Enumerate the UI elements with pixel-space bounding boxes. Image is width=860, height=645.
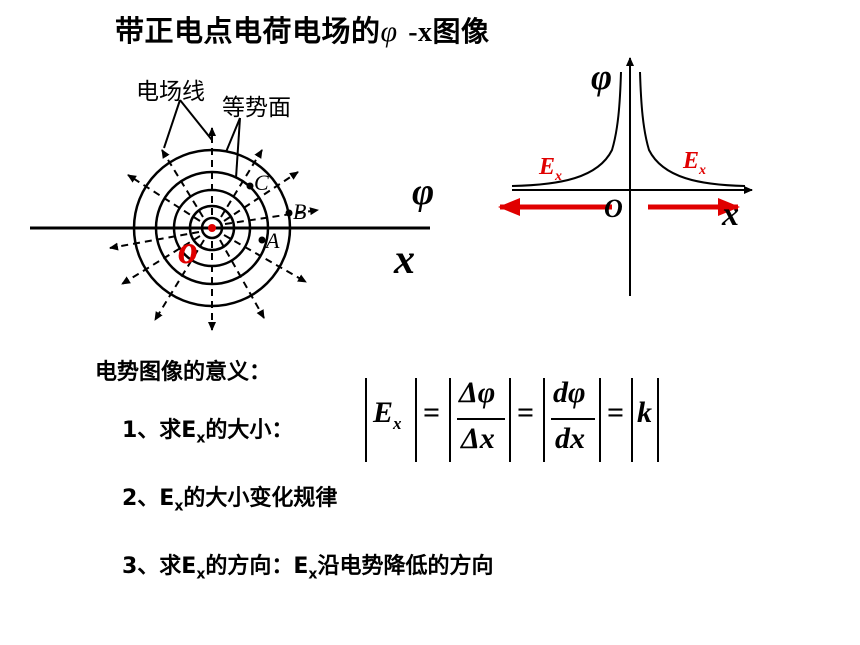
right-phi-label: φ xyxy=(591,57,613,97)
field-strength-formula: Ex = Δφ Δx = dφ dx = k xyxy=(365,374,665,466)
meaning-item-3: 3、求Ex的方向：Ex沿电势降低的方向 xyxy=(122,554,494,583)
page-title: 带正电点电荷电场的φ -x图像 xyxy=(115,8,490,50)
left-phi-label: φ xyxy=(412,171,435,213)
formula-eq-3: = xyxy=(607,396,625,429)
field-line-nw1 xyxy=(161,149,204,218)
meaning-heading: 电势图像的意义： xyxy=(95,360,272,385)
abs-bar-5 xyxy=(543,378,545,462)
pointer-equip-1 xyxy=(225,117,241,153)
left-x-label: x xyxy=(394,237,415,283)
pointer-field-1 xyxy=(163,99,181,149)
abs-bar-4 xyxy=(509,378,511,462)
field-line-sw2 xyxy=(154,239,205,321)
field-line-se1 xyxy=(223,234,307,283)
formula-den-1: Δx xyxy=(461,422,495,455)
point-b-label: B xyxy=(293,199,307,224)
field-lines-label: 电场线 xyxy=(136,79,205,105)
point-c-dot xyxy=(246,182,254,190)
field-line-ne1 xyxy=(220,149,263,218)
point-b-dot xyxy=(285,209,293,217)
meaning-item-2: 2、Ex的大小变化规律 xyxy=(122,486,338,515)
field-line-sw1 xyxy=(121,235,201,285)
formula-eq-2: = xyxy=(517,396,535,429)
abs-bar-2 xyxy=(415,378,417,462)
title-phi: φ xyxy=(380,15,398,48)
ex-label-left: Ex xyxy=(539,154,563,184)
frac-line-2 xyxy=(551,418,595,420)
abs-bar-7 xyxy=(631,378,633,462)
field-line-w xyxy=(109,231,200,251)
title-suffix: -x图像 xyxy=(408,17,490,48)
abs-bar-3 xyxy=(449,378,451,462)
formula-num-1: Δφ xyxy=(459,376,496,409)
pointer-equip-2 xyxy=(235,117,241,179)
equipotential-ring-1 xyxy=(200,216,224,240)
title-prefix: 带正电点电荷电场的 xyxy=(115,14,381,48)
field-line-ne2 xyxy=(223,171,299,222)
formula-den-2: dx xyxy=(555,422,585,455)
center-charge xyxy=(208,224,216,232)
right-origin-label: O xyxy=(604,194,623,223)
equipotential-ring-2 xyxy=(188,204,236,252)
formula-k: k xyxy=(637,396,652,429)
formula-e: Ex xyxy=(373,396,402,433)
phi-curve-left xyxy=(511,71,622,187)
phi-curve-right xyxy=(639,71,746,187)
equipotential-label: 等势面 xyxy=(222,95,291,121)
formula-num-2: dφ xyxy=(553,376,586,409)
origin-o-label: o xyxy=(178,227,198,272)
field-lines xyxy=(109,127,319,331)
point-c-label: C xyxy=(254,170,269,195)
field-line-e xyxy=(224,207,319,225)
meaning-item-1: 1、求Ex的大小： xyxy=(122,418,294,447)
frac-line-1 xyxy=(457,418,505,420)
label-pointers xyxy=(163,99,241,179)
field-line-se2 xyxy=(219,239,265,319)
field-line-nw2 xyxy=(127,174,201,222)
right-x-label: x xyxy=(722,196,739,233)
abs-bar-6 xyxy=(599,378,601,462)
abs-bar-1 xyxy=(365,378,367,462)
ex-label-right: Ex xyxy=(683,148,707,178)
pointer-field-2 xyxy=(179,99,213,141)
point-a-label: A xyxy=(266,228,280,253)
point-a-dot xyxy=(258,236,266,244)
abs-bar-8 xyxy=(657,378,659,462)
formula-eq-1: = xyxy=(423,396,441,429)
